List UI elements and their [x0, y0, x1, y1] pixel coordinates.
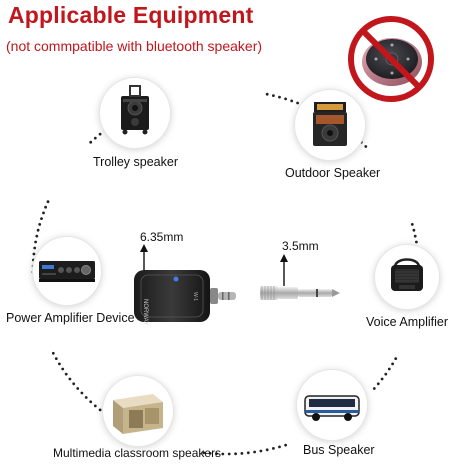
ring-dot: [38, 223, 42, 226]
ring-dot: [208, 452, 212, 455]
ring-dot: [93, 136, 97, 140]
ring-dot: [296, 101, 299, 105]
jack-adapter-icon: [260, 254, 340, 300]
ring-dot: [384, 372, 388, 376]
ring-dot: [372, 387, 376, 390]
no-bluetooth-speaker-icon: [346, 14, 436, 104]
ring-dot: [290, 99, 294, 103]
ring-dot: [284, 443, 287, 447]
large-jack-size-label: 6.35mm: [140, 230, 184, 244]
ring-dot: [98, 132, 102, 136]
page-title: Applicable Equipment: [8, 2, 254, 28]
classroom-speakers-label: Multimedia classroom speakers: [53, 446, 222, 460]
ring-dot: [284, 97, 287, 101]
ring-dot: [391, 362, 394, 366]
ring-dot: [265, 448, 269, 452]
outdoor-speaker-label: Outdoor Speaker: [285, 166, 381, 180]
ring-dot: [394, 357, 398, 360]
ring-dot: [415, 240, 418, 244]
bus-speaker-icon: [297, 370, 367, 440]
ring-dot: [98, 408, 102, 412]
ring-dot: [265, 92, 269, 96]
ring-dot: [68, 377, 72, 381]
small-jack-size-label: 3.5mm: [282, 239, 319, 253]
ring-dot: [34, 240, 37, 244]
ring-dot: [93, 404, 97, 408]
ring-dot: [44, 205, 47, 209]
power-amplifier-label: Power Amplifier Device: [6, 311, 135, 325]
svg-text:W-1: W-1: [192, 292, 198, 301]
ring-dot: [46, 200, 50, 204]
ring-dot: [89, 140, 93, 144]
ring-dot: [35, 234, 39, 238]
ring-dot: [221, 452, 225, 456]
ring-dot: [202, 451, 206, 455]
ring-dot: [246, 451, 250, 455]
wireless-receiver-icon: NORWAY W-1: [134, 244, 236, 325]
ring-dot: [33, 246, 37, 250]
ring-dot: [215, 452, 218, 456]
ring-dot: [36, 228, 40, 232]
ring-dot: [32, 252, 36, 256]
ring-dot: [272, 94, 275, 97]
ring-dot: [72, 382, 76, 386]
classroom-speakers-icon: [103, 376, 173, 446]
ring-dot: [380, 377, 384, 381]
ring-dot: [84, 396, 88, 399]
ring-dot: [58, 362, 61, 366]
ring-dot: [387, 367, 391, 371]
ring-dot: [54, 357, 58, 360]
ring-dot: [51, 351, 55, 355]
ring-dot: [64, 372, 68, 376]
ring-dot: [412, 228, 416, 232]
ring-dot: [413, 234, 417, 238]
svg-text:NORWAY: NORWAY: [142, 299, 148, 325]
ring-dot: [253, 450, 256, 454]
trolley-speaker-icon: [100, 78, 170, 148]
outdoor-speaker-icon: [295, 90, 365, 160]
ring-dot: [364, 145, 368, 148]
ring-dot: [40, 217, 43, 221]
ring-dot: [278, 95, 281, 99]
ring-dot: [61, 367, 65, 371]
ring-dot: [272, 447, 275, 450]
ring-dot: [376, 382, 380, 386]
power-amplifier-icon: [33, 237, 101, 305]
ring-dot: [80, 391, 84, 395]
bus-speaker-label: Bus Speaker: [303, 443, 375, 457]
ring-dot: [234, 452, 238, 456]
trolley-speaker-label: Trolley speaker: [93, 155, 178, 169]
ring-dot: [240, 452, 244, 455]
voice-amplifier-label: Voice Amplifier: [366, 315, 448, 329]
ring-dot: [89, 400, 93, 404]
voice-amplifier-icon: [375, 245, 439, 309]
ring-dot: [410, 223, 414, 226]
ring-dot: [42, 211, 45, 215]
ring-dot: [227, 452, 231, 456]
compatibility-note: (not commpatible with bluetooth speaker): [6, 38, 263, 54]
ring-dot: [76, 387, 80, 390]
ring-dot: [278, 445, 281, 449]
ring-dot: [259, 449, 263, 453]
